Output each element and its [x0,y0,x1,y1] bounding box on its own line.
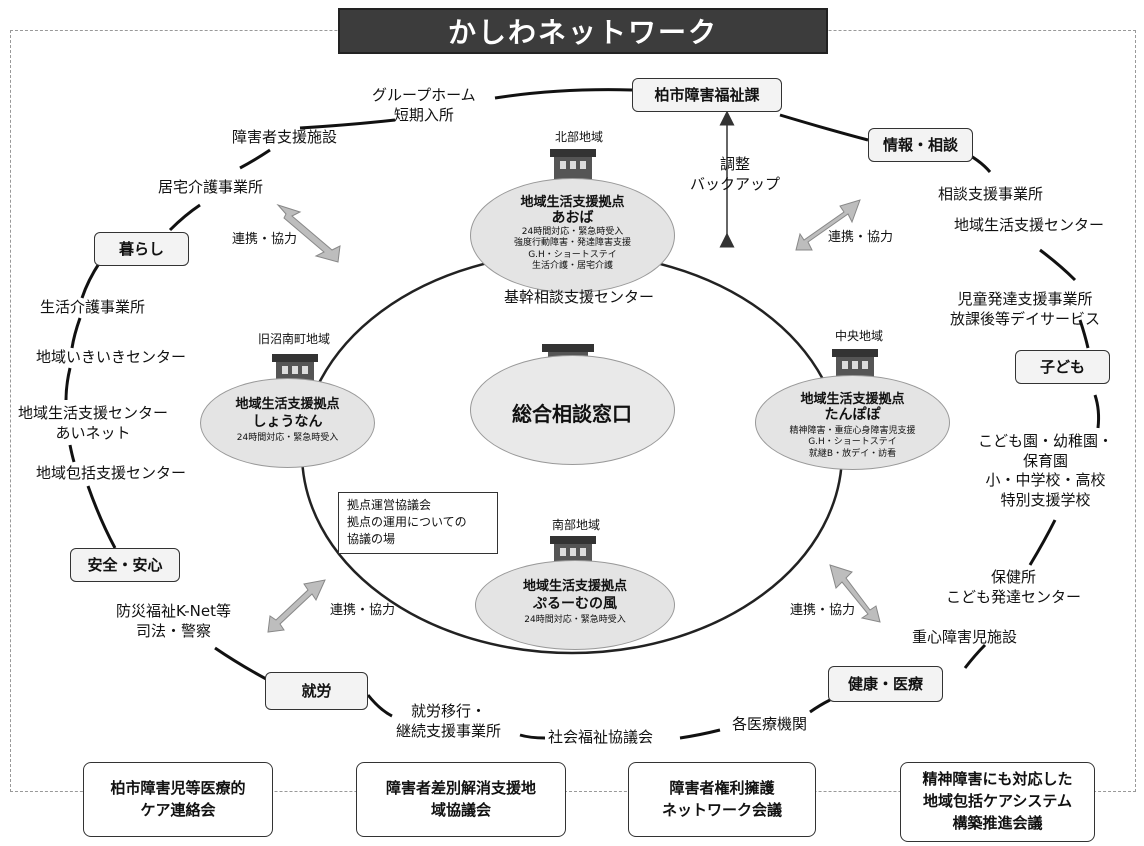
house-icon [550,536,596,564]
link-houkatsu-anzen [86,485,117,549]
link-ikiiki-ainet [64,367,72,401]
joho-category-box: 情報・相談 [868,128,973,162]
link-grouphome-shisetsu [299,118,396,130]
house-icon [832,349,878,377]
coop-arrow-se [829,564,881,623]
shuro-category-box: 就労 [265,672,368,710]
hub-council-note: 拠点運営協議会 拠点の運用についての 協議の場 [338,492,498,554]
kodomo-category-box: 子ども [1015,350,1110,384]
hub-north-name: あおば [551,210,594,226]
coop-label-sw: 連携・協力 [330,603,396,618]
link-shuro-ikou [366,694,393,718]
coop-label-ne: 連携・協力 [828,230,894,245]
link-kyotaku-kurashi [168,203,201,232]
hub-north: 地域生活支援拠点 あおば 24時間対応・緊急時受入 強度行動障害・発達障害支援 … [470,178,675,293]
page-title: かしわネットワーク [338,8,828,54]
coop-label-se: 連携・協力 [790,603,856,618]
house-icon [550,149,596,179]
bottom-box-sabetsu: 障害者差別解消支援地 域協議会 [356,762,566,837]
link-kurashi-seikatsu [80,261,102,299]
central-consultation-hub [470,355,675,465]
chiiki-center-label: 地域生活支援センター [954,216,1105,234]
hub-south-services: 24時間対応・緊急時受入 [524,615,626,625]
hub-south-region: 南部地域 [552,518,601,532]
hub-east-region: 中央地域 [835,329,884,343]
house-icon [272,354,318,382]
hub-north-title: 地域生活支援拠点 [520,195,625,210]
coop-arrow-ne [795,199,861,251]
bottom-box-iryo-care: 柏市障害児等医療的 ケア連絡会 [83,762,273,837]
jushin-label: 重心障害児施設 [912,628,1018,646]
hub-west: 地域生活支援拠点 しょうなん 24時間対応・緊急時受入 [200,378,375,468]
jido-label: 児童発達支援事業所 放課後等デイサービス [950,290,1101,328]
kurashi-category-box: 暮らし [94,232,189,266]
hub-south-title: 地域生活支援拠点 [522,579,627,594]
adjust-backup-label: 調整 バックアップ [690,155,781,193]
coop-arrow-nw [276,203,341,263]
link-jido-kodomo [1078,319,1090,349]
link-ikou-shakyo [519,733,546,740]
coop-label-nw: 連携・協力 [232,232,298,247]
hub-west-title: 地域生活支援拠点 [235,397,340,412]
hub-north-region: 北部地域 [555,130,604,144]
link-kodomo-hoikuen [1093,394,1101,429]
soudan-label: 相談支援事業所 [938,185,1044,203]
link-hokenjo-hoikuen [1028,519,1057,566]
link-shisetsu-kyotaku [239,148,271,170]
hub-west-name: しょうなん [252,414,323,430]
seikatsu-kaigo-label: 生活介護事業所 [40,298,146,316]
hub-south-name: ぷるーむの風 [533,596,617,612]
hub-south: 地域生活支援拠点 ぷるーむの風 24時間対応・緊急時受入 [475,560,675,650]
link-center-jido [1039,248,1077,282]
link-fukushika-joho [779,113,869,142]
link-shakyo-iryo [679,728,721,740]
link-ainet-houkatsu [68,444,76,463]
bottom-box-kenri-yogo: 障害者権利擁護 ネットワーク会議 [628,762,816,837]
ainet-label: 地域生活支援センター あいネット [18,404,169,442]
coop-arrow-sw [267,579,326,633]
kenko-category-box: 健康・医療 [828,666,943,702]
link-iryo-kenko [809,698,831,714]
link-seikatsu-ikiiki [70,317,82,349]
link-grouphome-fukushika [494,88,633,100]
bosai-label: 防災福祉K-Net等 司法・警察 [116,602,232,640]
link-bosai-shuro [214,646,269,682]
shuro-ikou-label: 就労移行・ 継続支援事業所 [396,702,502,740]
shakyo-label: 社会福祉協議会 [548,728,654,746]
hoikuen-label: こども園・幼稚園・ 保育園 小・中学校・高校 特別支援学校 [978,432,1114,509]
kyotaku-label: 居宅介護事業所 [158,178,264,196]
grouphome-label: グループホーム 短期入所 [372,86,476,124]
hub-east-services: 精神障害・重症心身障害児支援 G.H・ショートステイ 就継B・放デイ・訪看 [789,426,916,459]
hub-west-services: 24時間対応・緊急時受入 [236,433,339,443]
central-consultation-label: 総合相談窓口 [512,402,632,426]
ikiiki-label: 地域いきいきセンター [36,348,187,366]
shien-shisetsu-label: 障害者支援施設 [232,128,338,146]
bottom-box-seishin: 精神障害にも対応した 地域包括ケアシステム 構築推進会議 [900,762,1095,842]
link-kenko-jushin [963,643,987,669]
kikan-center-label: 基幹相談支援センター [504,288,655,306]
iryo-label: 各医療機関 [732,715,808,733]
houkatsu-label: 地域包括支援センター [36,464,187,482]
hub-east: 地域生活支援拠点 たんぽぽ 精神障害・重症心身障害児支援 G.H・ショートステイ… [755,375,950,470]
hub-west-region: 旧沼南町地域 [258,332,331,346]
anzen-category-box: 安全・安心 [70,548,180,582]
hokenjo-label: 保健所 こども発達センター [946,568,1082,606]
hub-east-name: たんぽぽ [824,407,881,423]
fukushika-box: 柏市障害福祉課 [632,78,782,112]
hub-east-title: 地域生活支援拠点 [800,392,905,407]
hub-north-services: 24時間対応・緊急時受入 強度行動障害・発達障害支援 G.H・ショートステイ 生… [513,227,631,271]
